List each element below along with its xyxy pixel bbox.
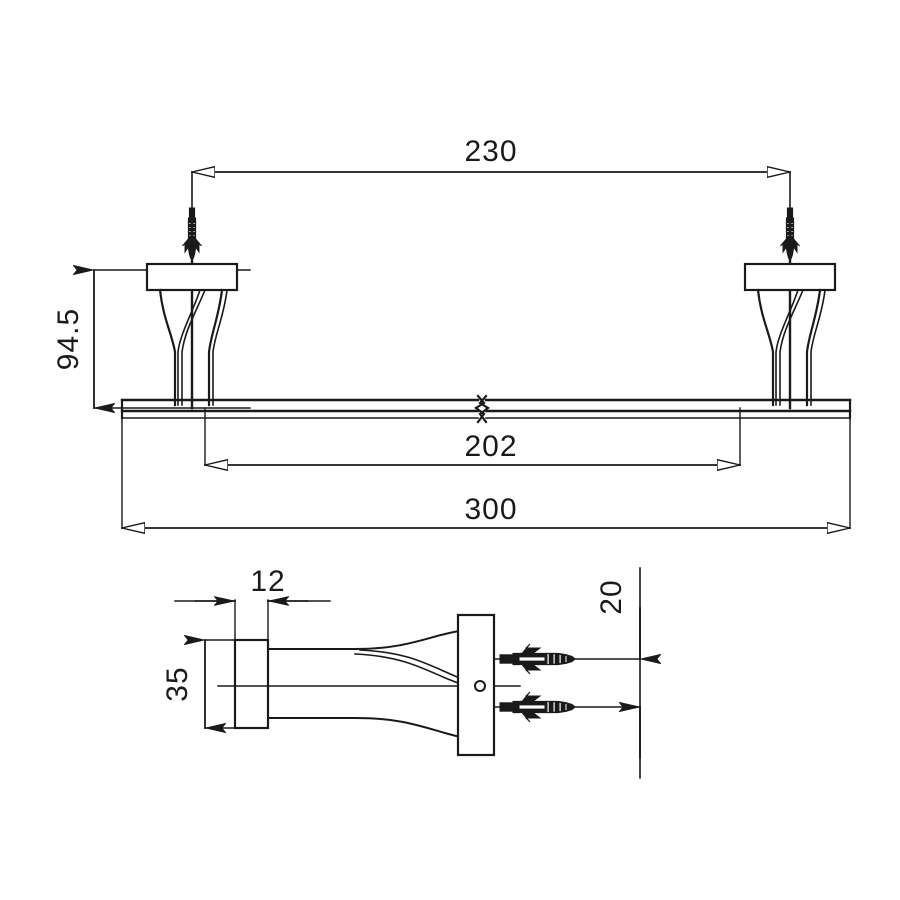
dimension-label-230: 230: [464, 135, 517, 168]
dimension-230: [191, 172, 791, 216]
wall-plate-side: [456, 613, 496, 757]
towel-bar: [120, 394, 852, 424]
dimension-label-20: 20: [595, 579, 628, 614]
break-symbol: [474, 394, 490, 424]
mounting-plate: [145, 262, 239, 292]
dimension-label-12: 12: [250, 565, 285, 598]
side-view: [174, 567, 641, 779]
dimension-label-300: 300: [464, 493, 517, 526]
wall-anchor-upper: [493, 643, 641, 675]
dimension-label-35: 35: [161, 666, 194, 701]
front-view: [94, 172, 852, 528]
wall-anchor-lower: [493, 691, 641, 723]
dimension-label-202: 202: [464, 430, 517, 463]
left-bracket: [145, 207, 239, 410]
right-bracket: [743, 207, 837, 410]
dimension-labels: 230 94.5 202 300 12 35 20: [52, 135, 628, 702]
dimension-202: [204, 407, 741, 465]
dimension-label-94-5: 94.5: [52, 308, 85, 370]
mounting-plate: [743, 262, 837, 292]
screw-hole: [474, 680, 486, 692]
dimension-300: [121, 410, 851, 528]
